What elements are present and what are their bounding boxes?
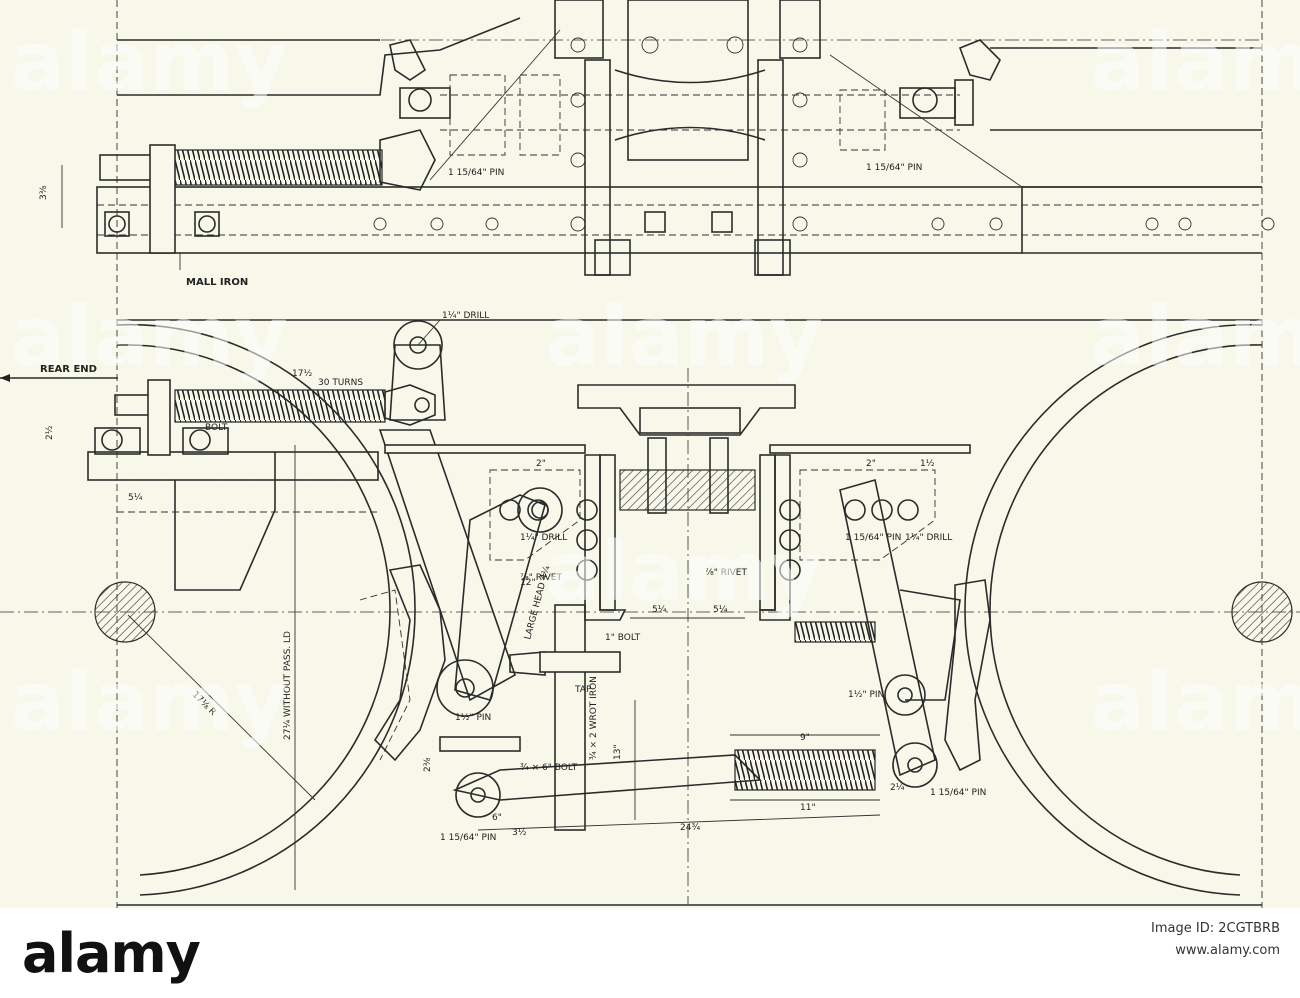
label-bolt: BOLT [205,423,228,433]
image-id-block: Image ID: 2CGTBRB www.alamy.com [1151,918,1280,962]
dim-3-half: 3½ [512,828,527,838]
dim-17-half: 17½ [292,369,312,379]
label-mall-iron: MALL IRON [186,277,248,288]
dim-11: 11" [800,803,816,813]
svg-text:alamy: alamy [10,290,288,385]
bolster-section [578,385,795,435]
dim-1-half: 1½ [920,459,935,469]
stock-footer: alamy Image ID: 2CGTBRB www.alamy.com [0,908,1300,998]
image-id: Image ID: 2CGTBRB [1151,918,1280,940]
alamy-logo[interactable]: alamy [22,922,200,985]
side-sill [97,187,1022,253]
slack-adjuster [735,750,875,790]
dim-9: 9" [800,733,810,743]
site-url[interactable]: www.alamy.com [1151,940,1280,962]
label-wrot-iron: ¾ × 2 WROT IRON [589,676,599,760]
front-axle [1232,582,1292,642]
label-g-bolt: ¾ × 6" BOLT [520,763,578,773]
dim-3-3-8: 3⅜ [39,185,49,200]
technical-drawing: 3⅜ MALL IRON 1 15/64" PIN 1 15/64" PIN 1… [0,0,1300,908]
label-pin-right-mid: 1½" PIN [848,690,884,700]
front-wheel-outline [965,325,1262,895]
svg-text:alamy: alamy [545,525,823,620]
bolster-top [440,0,960,275]
watermark: alamy alamy alamy alamy alamy alamy alam… [10,15,1300,750]
label-drill-right: 1¼" DRILL [905,533,952,543]
sill-bolts [105,212,1274,236]
top-hangers [390,40,1000,155]
svg-text:alamy: alamy [545,290,823,385]
label-one-bolt: 1" BOLT [605,633,641,643]
label-pin-bottom-left: 1 15/64" PIN [440,833,496,843]
label-pin-right-lower: 1 15/64" PIN [930,788,986,798]
svg-text:alamy: alamy [1090,290,1300,385]
svg-text:alamy: alamy [10,655,288,750]
release-spring-side [175,390,385,422]
dim-6: 6" [492,813,502,823]
brake-rigging-drawing: 3⅜ MALL IRON 1 15/64" PIN 1 15/64" PIN 1… [0,0,1300,908]
label-pin-mid-left: 1½" PIN [455,713,491,723]
label-pin-top-right: 1 15/64" PIN [866,163,922,173]
dim-2-half: 2½ [45,425,55,440]
label-pin-right-upper: 1 15/64" PIN [845,533,901,543]
left-brake-lever [380,430,515,700]
dim-2-b: 2" [866,459,876,469]
release-spring-top [172,150,382,185]
svg-text:alamy: alamy [10,15,288,110]
label-drill-top: 1¼" DRILL [442,311,489,321]
dim-2-3-8: 2⅜ [423,757,433,772]
dim-2-quarter: 2¼ [890,783,905,793]
label-pin-top-left: 1 15/64" PIN [448,168,504,178]
svg-text:alamy: alamy [1090,655,1300,750]
right-brake-shoe [945,580,990,770]
right-release-spring [795,622,875,642]
dim-24-3-4: 24¾ [680,823,700,833]
dim-2-a: 2" [536,459,546,469]
dim-12: 12" [520,578,536,588]
svg-text:alamy: alamy [1090,15,1300,110]
dim-13: 13" [613,744,623,760]
dim-5-4: 5¼ [128,493,143,503]
label-30-turns: 30 TURNS [318,378,363,388]
